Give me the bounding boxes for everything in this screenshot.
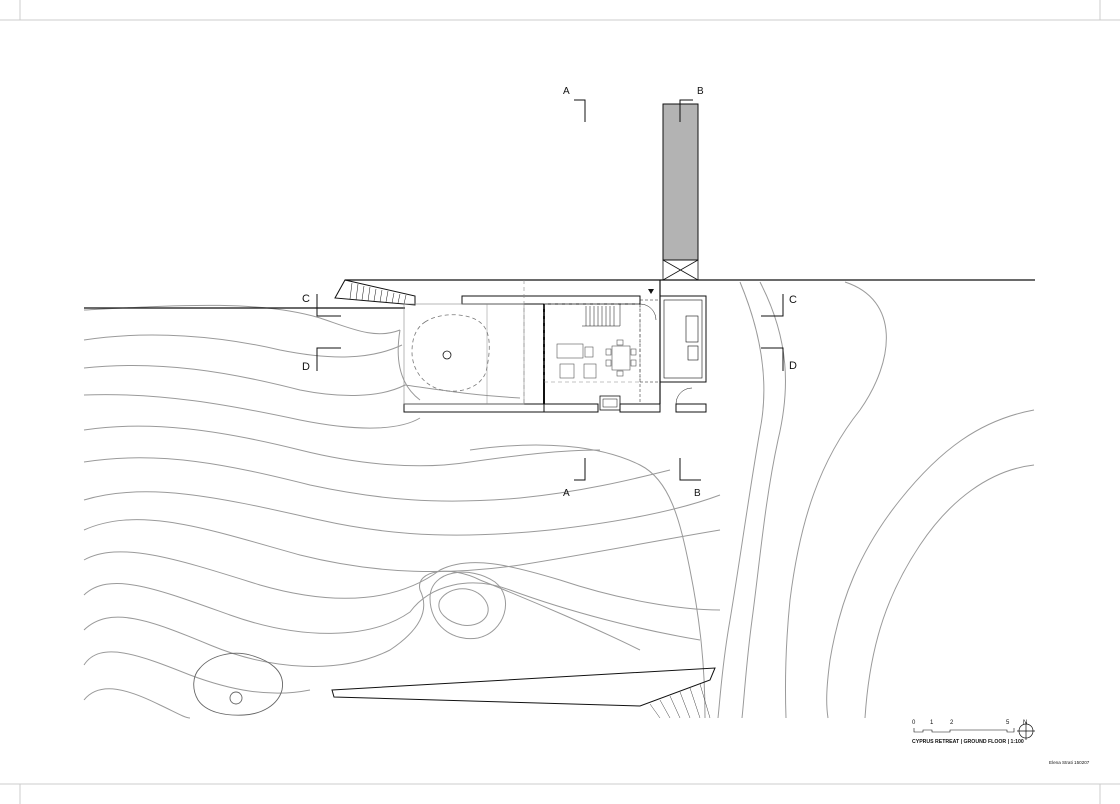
building-plan [403,280,707,413]
section-label-b-top: B [697,86,704,97]
scale-bar [913,728,1015,733]
courtyard-tree [411,314,490,392]
landscape-tree [193,652,283,716]
section-marker-c-left [316,294,341,317]
section-marker-b-bottom [679,458,701,481]
section-marker-d-right [761,347,784,371]
section-label-d-right: D [789,360,797,372]
landscape-ramp [331,667,716,719]
section-label-b-bottom: B [694,488,701,499]
section-marker-d-left [316,347,341,371]
section-label-c-right: C [789,294,797,306]
entry-arrow-icon [648,289,654,294]
vertical-wall [662,103,699,261]
scale-tick-0: 0 [912,720,916,726]
section-label-d-left: D [302,361,310,373]
entry-stair [334,279,416,306]
north-label: N [1023,720,1027,726]
section-label-a-top: A [563,86,570,97]
terrain-contours [83,281,1035,719]
north-arrow-icon [1017,722,1035,740]
section-marker-b-top [679,99,693,122]
scale-tick-2: 2 [950,720,954,726]
section-label-c-left: C [302,293,310,305]
section-label-a-bottom: A [563,488,570,499]
author-credit: Elena Strati 150207 [1049,760,1090,765]
section-marker-a-top [574,99,586,122]
drawing-title: CYPRUS RETREAT | GROUND FLOOR | 1:100 [912,739,1024,745]
section-marker-a-bottom [574,458,586,481]
scale-tick-5: 5 [1006,720,1010,726]
section-marker-c-right [761,294,784,317]
wall-opening [662,259,699,281]
scale-tick-1: 1 [930,720,934,726]
